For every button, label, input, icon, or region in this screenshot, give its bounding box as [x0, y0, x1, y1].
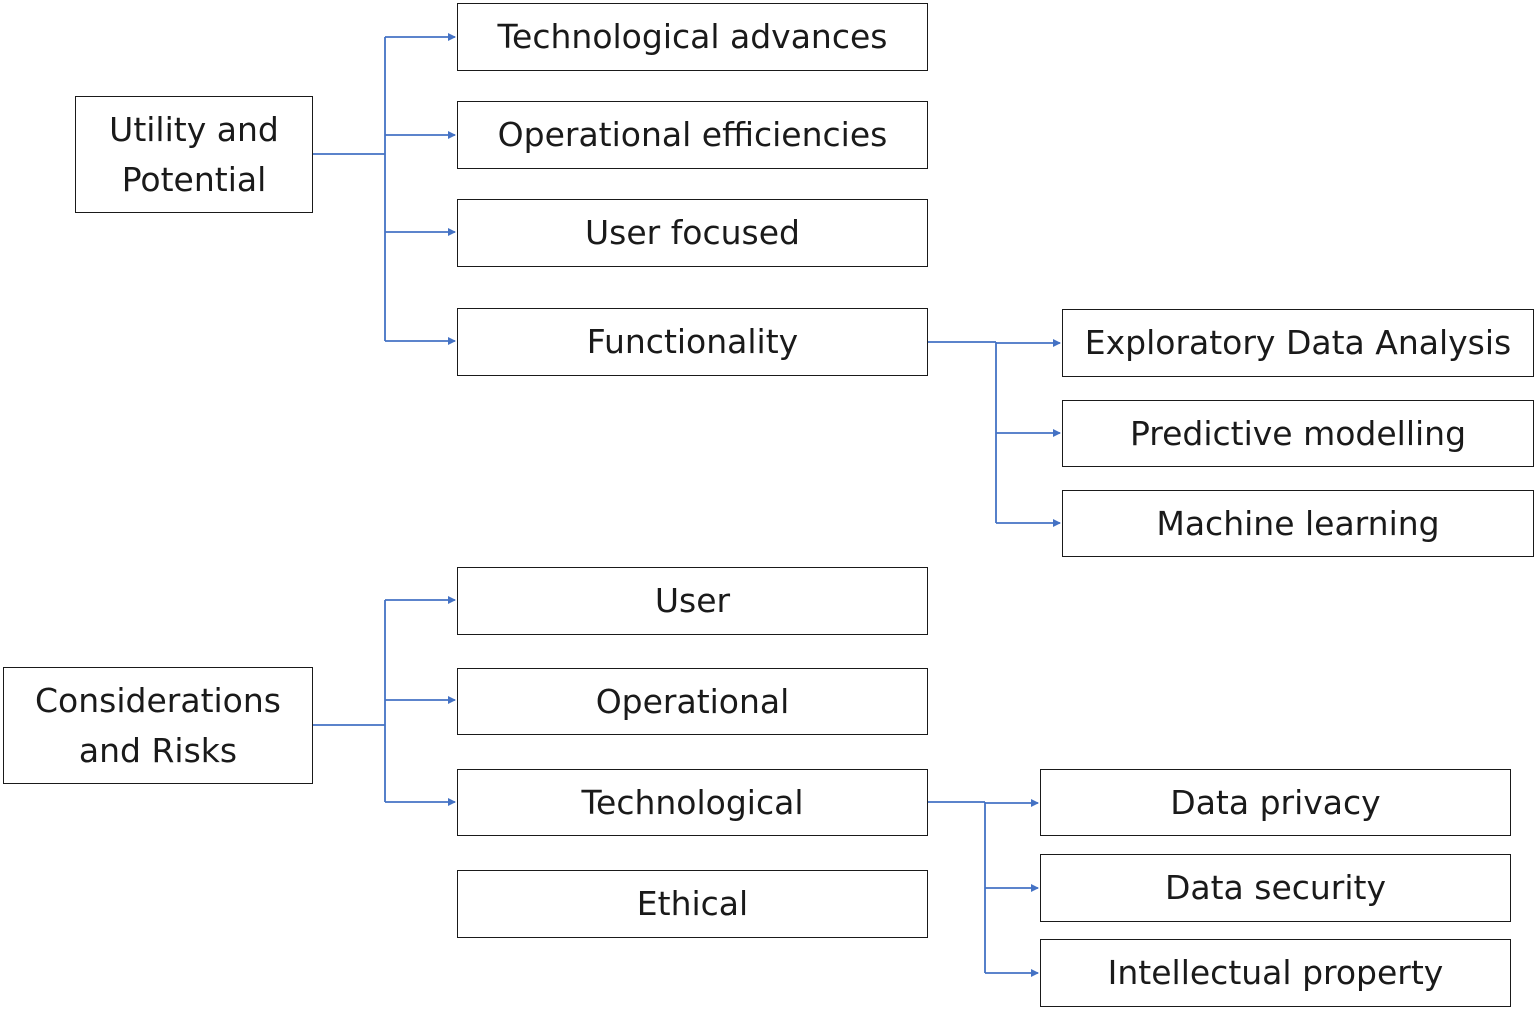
operational-box: Operational	[457, 668, 928, 735]
data-privacy-label: Data privacy	[1170, 782, 1381, 822]
technological-label: Technological	[581, 782, 804, 822]
functionality-box: Functionality	[457, 308, 928, 376]
connector-technological-trunk	[928, 801, 986, 973]
connector-utility-trunk	[313, 37, 386, 341]
data-privacy-box: Data privacy	[1040, 769, 1511, 836]
ethical-box: Ethical	[457, 870, 928, 938]
connector-risks-trunk	[313, 600, 386, 802]
operational-efficiencies-label: Operational efficiencies	[497, 115, 888, 155]
technological-box: Technological	[457, 769, 928, 836]
operational-label: Operational	[595, 681, 790, 721]
predictive-modelling-box: Predictive modelling	[1062, 400, 1534, 467]
ethical-label: Ethical	[636, 884, 749, 924]
machine-learning-label: Machine learning	[1156, 503, 1440, 543]
operational-efficiencies-box: Operational efficiencies	[457, 101, 928, 169]
user-focused-box: User focused	[457, 199, 928, 267]
technological-advances-label: Technological advances	[497, 17, 888, 57]
exploratory-data-analysis-box: Exploratory Data Analysis	[1062, 309, 1534, 377]
user-focused-label: User focused	[584, 213, 800, 253]
intellectual-property-label: Intellectual property	[1107, 953, 1444, 993]
predictive-modelling-label: Predictive modelling	[1129, 413, 1467, 453]
machine-learning-box: Machine learning	[1062, 490, 1534, 557]
utility-and-potential-box: Utility and Potential	[75, 96, 313, 213]
intellectual-property-box: Intellectual property	[1040, 939, 1511, 1007]
considerations-and-risks-box: Considerations and Risks	[3, 667, 313, 784]
exploratory-data-analysis-label: Exploratory Data Analysis	[1084, 323, 1512, 363]
functionality-label: Functionality	[586, 322, 799, 362]
connector-functionality-trunk	[928, 341, 997, 523]
utility-and-potential-label: Utility and Potential	[109, 110, 279, 199]
technological-advances-box: Technological advances	[457, 3, 928, 71]
user-box: User	[457, 567, 928, 635]
data-security-box: Data security	[1040, 854, 1511, 922]
user-label: User	[654, 581, 731, 621]
data-security-label: Data security	[1164, 868, 1387, 908]
considerations-and-risks-label: Considerations and Risks	[35, 681, 281, 770]
